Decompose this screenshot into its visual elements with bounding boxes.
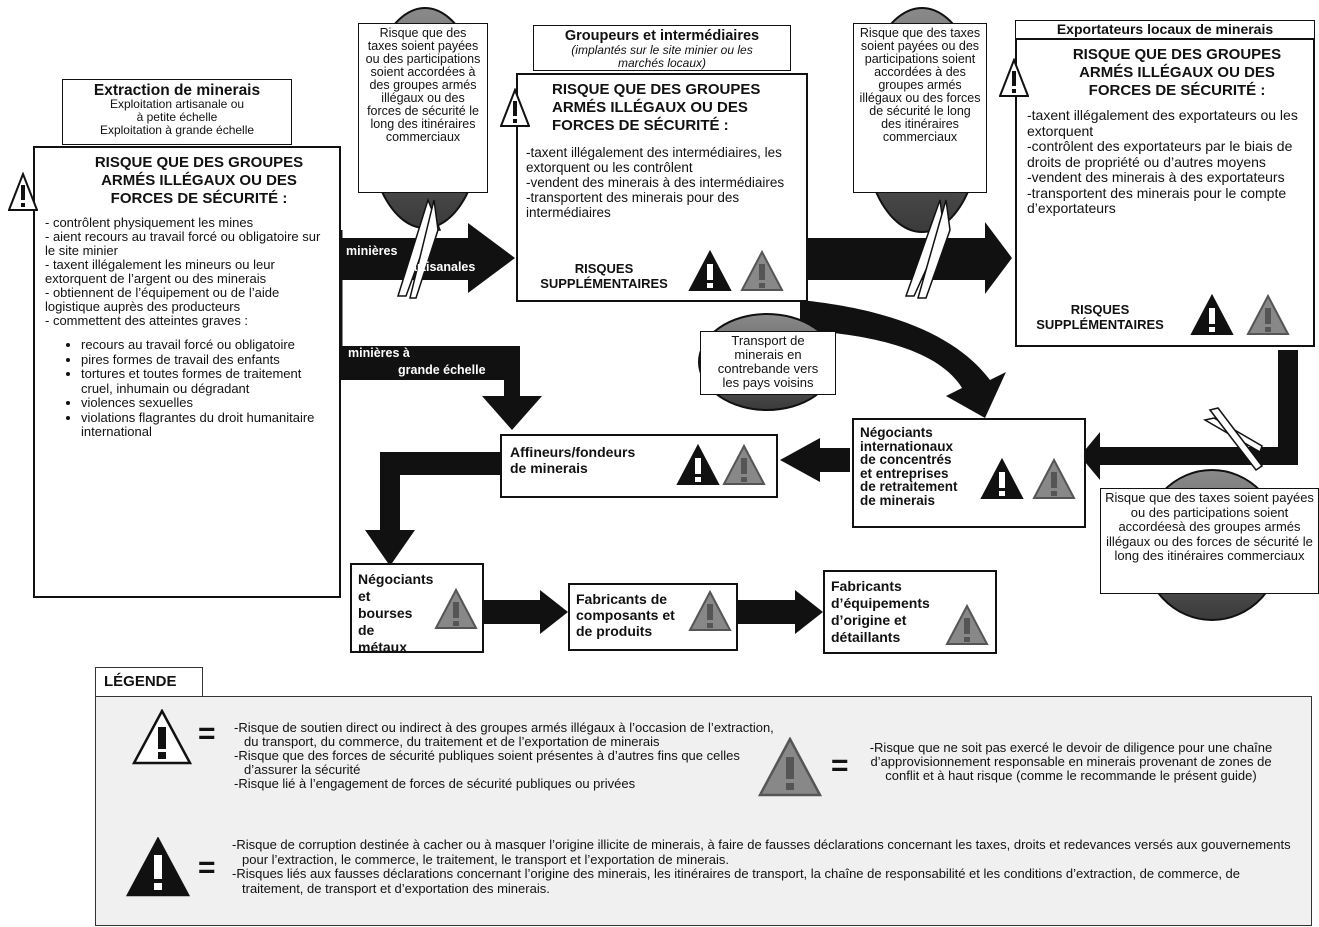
tax-risk-box-1: Risque que des taxes soient payées ou de… [358, 23, 488, 193]
exportateurs-risk-list: -taxent illégalement des exportateurs ou… [1027, 107, 1305, 217]
grey-warning-icon [722, 444, 766, 485]
arrow-to-comp [484, 590, 568, 634]
exportateurs-header: Exportateurs locaux de minerais [1015, 20, 1315, 39]
extraction-bullet: recours au travail forcé ou obligatoire [81, 337, 331, 353]
extraction-item: - commettent des atteintes graves : [45, 313, 249, 328]
arrow-label-artisanal-2: artisanales [410, 260, 476, 274]
extraction-header: Extraction de minerais Exploitation arti… [62, 79, 292, 145]
exportateurs-title: Exportateurs locaux de minerais [1056, 21, 1274, 37]
groupeurs-item: -vendent des minerais à des intermédiair… [526, 175, 785, 190]
black-warning-icon [1190, 294, 1234, 335]
grey-warning-icon [688, 590, 732, 631]
extraction-bullet: violations flagrantes du droit humanitai… [81, 410, 331, 440]
arrow-large-scale [340, 346, 542, 430]
white-warning-icon [500, 88, 530, 127]
legend-black-risk-item: -Risques liés aux fausses déclarations c… [232, 866, 1241, 896]
exportateurs-item: -transportent des minerais pour le compt… [1027, 184, 1287, 216]
extraction-bullet: violences sexuelles [81, 395, 331, 411]
arrow-to-exporters [808, 222, 1012, 294]
negociants-intl-box: Négociants internationaux de concentrés … [852, 418, 1086, 528]
white-warning-icon [999, 58, 1029, 97]
grey-warning-icon [945, 604, 989, 645]
extraction-bullet: pires formes de travail des enfants [81, 352, 331, 368]
extraction-risk-list: - contrôlent physiquement les mines - ai… [45, 216, 331, 328]
extraction-bullet-list: recours au travail forcé ou obligatoire … [67, 337, 331, 440]
extraction-sub2: à petite échelle [136, 110, 218, 124]
black-warning-icon [126, 837, 190, 897]
grey-warning-icon [434, 588, 478, 629]
legend-white-risk-item: -Risque lié à l’engagement de forces de … [234, 776, 636, 791]
groupeurs-extra: RISQUES SUPPLÉMENTAIRES [540, 261, 668, 291]
grey-warning-icon [758, 737, 822, 797]
arrow-label-artisanal-1: minières [346, 244, 398, 258]
extraction-sub1: Exploitation artisanale ou [109, 97, 245, 111]
extraction-item: - contrôlent physiquement les mines [45, 215, 254, 230]
exportateurs-extra: RISQUES SUPPLÉMENTAIRES [1036, 302, 1164, 332]
legend-white-risk: -Risque de soutien direct ou indirect à … [234, 721, 774, 791]
black-warning-icon [688, 250, 732, 291]
tax-risk-box-3: Risque que des taxes soient payées ou de… [1100, 488, 1319, 594]
legend-grey-risk: -Risque que ne soit pas exercé le devoir… [869, 740, 1273, 783]
groupeurs-title: Groupeurs et intermédiaires [564, 28, 760, 44]
arrow-to-metaux [365, 452, 500, 566]
exportateurs-item: -contrôlent des exportateurs par le biai… [1027, 138, 1293, 170]
extraction-item: - aient recours au travail forcé ou obli… [45, 229, 321, 258]
groupeurs-item: -transportent des minerais pour des inte… [526, 190, 740, 220]
exportateurs-box: RISQUE QUE DES GROUPES ARMÉS ILLÉGAUX OU… [1015, 38, 1315, 347]
black-warning-icon [980, 458, 1024, 499]
legend-equals: = [198, 717, 216, 750]
affineurs-box: Affineurs/fondeurs de minerais [500, 434, 778, 498]
arrow-to-affineurs [780, 438, 850, 482]
groupeurs-item: -taxent illégalement des intermédiaires,… [526, 145, 782, 175]
extraction-sub3: Exploitation à grande échelle [99, 123, 255, 137]
legend-equals: = [831, 749, 849, 782]
exportateurs-item: -taxent illégalement des exportateurs ou… [1027, 107, 1298, 139]
smuggling-box: Transport de minerais en contrebande ver… [700, 331, 836, 395]
black-warning-icon [676, 444, 720, 485]
extraction-bullet: tortures et toutes formes de traitement … [81, 366, 331, 396]
legend-equals: = [198, 851, 216, 884]
white-warning-icon [132, 709, 192, 765]
groupeurs-risk-list: -taxent illégalement des intermédiaires,… [526, 145, 798, 220]
legend-box: = -Risque de soutien direct ou indirect … [95, 696, 1312, 926]
extraction-title: Extraction de minerais [93, 82, 261, 99]
grey-warning-icon [740, 250, 784, 291]
arrow-smuggling [800, 300, 1006, 418]
legend-black-risk-item: -Risque de corruption destinée à cacher … [232, 837, 1291, 867]
arrow-label-large-1: minières à [348, 346, 410, 360]
arrow-to-eq [738, 590, 823, 634]
extraction-item: - taxent illégalement les mineurs ou leu… [45, 257, 275, 286]
grey-warning-icon [1032, 458, 1076, 499]
grey-warning-icon [1246, 294, 1290, 335]
legend-black-risk: -Risque de corruption destinée à cacher … [232, 837, 1292, 896]
groupeurs-subtitle: (implantés sur le site minier ou les mar… [571, 43, 753, 70]
groupeurs-risk-title: RISQUE QUE DES GROUPES ARMÉS ILLÉGAUX OU… [552, 81, 761, 134]
white-warning-icon [8, 172, 38, 211]
arrow-label-large-2: grande échelle [398, 363, 486, 377]
legend-title: LÉGENDE [95, 667, 203, 697]
extraction-item: - obtiennent de l’équipement ou de l’aid… [45, 285, 280, 314]
tax-risk-box-2: Risque que des taxes soient payées ou de… [853, 23, 987, 193]
extraction-box: RISQUE QUE DES GROUPES ARMÉS ILLÉGAUX OU… [33, 146, 341, 598]
extraction-risk-title: RISQUE QUE DES GROUPES ARMÉS ILLÉGAUX OU… [94, 154, 304, 207]
exportateurs-item: -vendent des minerais à des exportateurs [1027, 169, 1285, 185]
legend-white-risk-item: -Risque de soutien direct ou indirect à … [234, 720, 774, 749]
exportateurs-risk-title: RISQUE QUE DES GROUPES ARMÉS ILLÉGAUX OU… [1072, 46, 1282, 99]
legend-white-risk-item: -Risque que des forces de sécurité publi… [234, 748, 740, 777]
arrow-to-negociants [1080, 350, 1298, 480]
groupeurs-header: Groupeurs et intermédiaires (implantés s… [533, 25, 791, 71]
